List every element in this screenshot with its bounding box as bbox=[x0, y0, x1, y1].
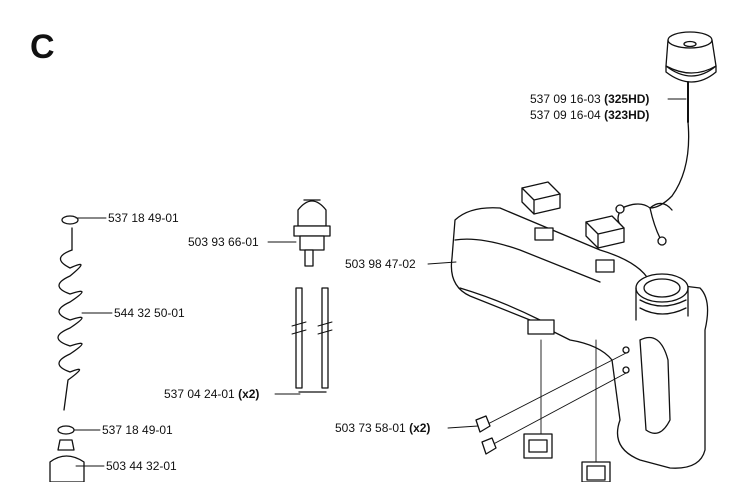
cap-part-label-1: 537 09 16-03 (325HD) bbox=[530, 92, 650, 106]
cap-part-label-2: 537 09 16-04 (323HD) bbox=[530, 108, 650, 122]
tether-ring bbox=[617, 202, 673, 239]
grommet-bottom-label: 537 18 49-01 bbox=[102, 423, 173, 437]
fuel-cap bbox=[665, 31, 717, 123]
rubber-mounts bbox=[521, 181, 625, 249]
filter-label: 503 44 32-01 bbox=[106, 459, 177, 473]
screws bbox=[475, 346, 630, 455]
fuel-filter bbox=[49, 439, 85, 482]
fuel-hose-label: 537 04 24-01 (x2) bbox=[164, 387, 260, 401]
leader-lines bbox=[73, 98, 687, 467]
tank-label: 503 98 47-02 bbox=[345, 257, 416, 271]
cap-tether bbox=[649, 121, 690, 209]
primer-label: 503 93 66-01 bbox=[188, 235, 259, 249]
primer-bulb bbox=[293, 199, 331, 267]
coil-hose-label: 544 32 50-01 bbox=[114, 306, 185, 320]
grommet-top-label: 537 18 49-01 bbox=[108, 211, 179, 225]
bottom-mounts bbox=[523, 433, 611, 482]
screw-label: 503 73 58-01 (x2) bbox=[335, 421, 431, 435]
fuel-tank bbox=[450, 207, 709, 469]
fuel-hoses bbox=[291, 287, 333, 393]
section-letter: C bbox=[30, 28, 55, 66]
coil-hose bbox=[57, 215, 83, 435]
